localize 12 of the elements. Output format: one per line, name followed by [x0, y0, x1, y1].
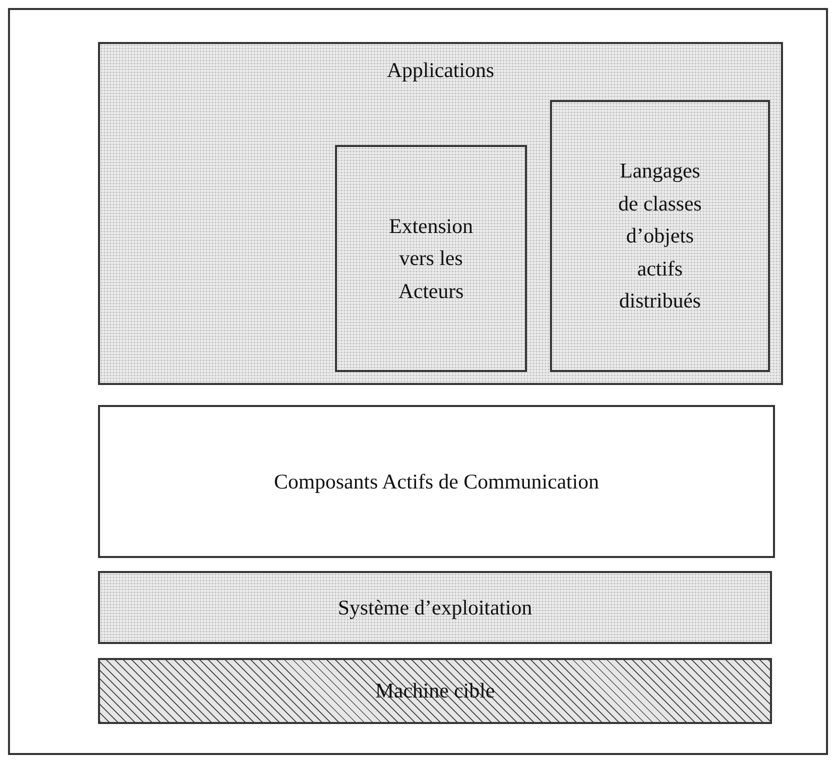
layer-box — [98, 658, 772, 724]
module-box — [550, 100, 770, 372]
frame-box — [8, 8, 828, 755]
layer-box — [98, 571, 772, 644]
layer-label: Applications — [386, 57, 496, 84]
layer-box — [98, 42, 783, 385]
layer-box — [98, 405, 775, 558]
layer-label: Extension vers les Acteurs — [388, 212, 474, 305]
module-box — [335, 145, 527, 372]
layer-label: Composants Actifs de Communication — [274, 468, 599, 496]
layer-label: Système d’exploitation — [338, 594, 532, 622]
layer-label: Langages de classes d’objets actifs distribués — [617, 158, 703, 315]
